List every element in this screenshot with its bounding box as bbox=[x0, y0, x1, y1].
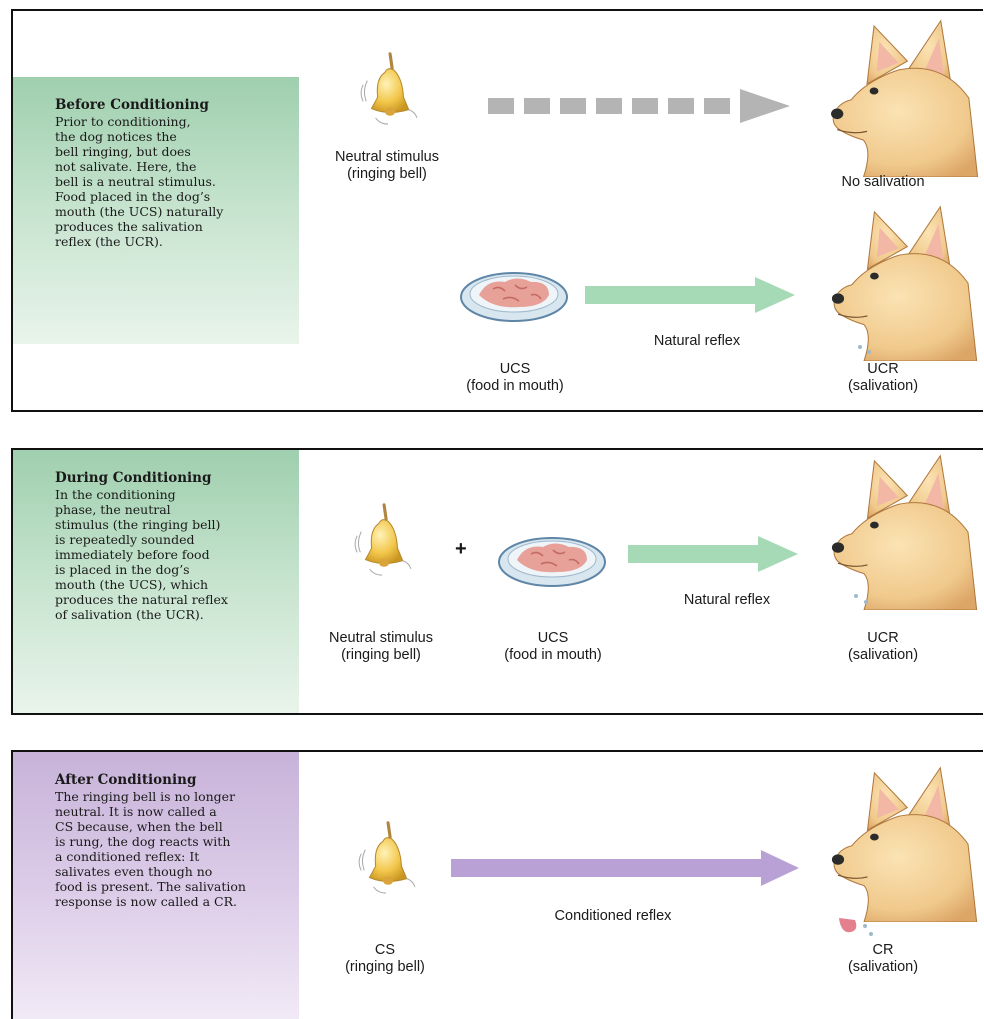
arrow-label: Natural reflex bbox=[684, 592, 770, 609]
natural-reflex-arrow bbox=[585, 277, 797, 313]
label-line: (ringing bell) bbox=[335, 166, 439, 183]
ucr-label: UCR (salivation) bbox=[848, 630, 918, 664]
description-line: In the conditioning bbox=[55, 487, 279, 502]
label-line: (food in mouth) bbox=[504, 647, 602, 664]
neutral-stimulus-label: Neutral stimulus (ringing bell) bbox=[335, 149, 439, 183]
cs-label: CS (ringing bell) bbox=[345, 942, 425, 976]
description-line: response is now called a CR. bbox=[55, 894, 279, 909]
plus-sign: + bbox=[455, 538, 467, 561]
bell-icon bbox=[351, 500, 413, 584]
panel-description: Prior to conditioning, the dog notices t… bbox=[55, 114, 279, 249]
panel-title: During Conditioning bbox=[55, 470, 279, 487]
description-line: bell is a neutral stimulus. bbox=[55, 174, 279, 189]
dashed-gray-arrow bbox=[488, 89, 798, 123]
tongue-icon bbox=[835, 916, 875, 940]
after-conditioning-textbox: After Conditioning The ringing bell is n… bbox=[13, 752, 299, 1019]
before-conditioning-textbox: Before Conditioning Prior to conditionin… bbox=[13, 77, 299, 344]
ucs-label: UCS (food in mouth) bbox=[504, 630, 602, 664]
description-line: produces the natural reflex bbox=[55, 592, 279, 607]
label-line: UCS bbox=[504, 630, 602, 647]
panel-title: After Conditioning bbox=[55, 772, 279, 789]
dog-icon bbox=[821, 766, 983, 922]
panel-description: In the conditioning phase, the neutral s… bbox=[55, 487, 279, 622]
neutral-stimulus-label: Neutral stimulus (ringing bell) bbox=[329, 630, 433, 664]
arrow-label: Natural reflex bbox=[654, 333, 740, 350]
label-line: (salivation) bbox=[848, 959, 918, 976]
arrow-label: Conditioned reflex bbox=[555, 908, 672, 925]
label-line: Neutral stimulus bbox=[335, 149, 439, 166]
panel-after-conditioning: After Conditioning The ringing bell is n… bbox=[11, 750, 983, 1019]
description-line: phase, the neutral bbox=[55, 502, 279, 517]
ucs-label: UCS (food in mouth) bbox=[466, 361, 564, 395]
no-salivation-label: No salivation bbox=[841, 174, 924, 191]
dog-icon bbox=[821, 19, 983, 177]
description-line: is rung, the dog reacts with bbox=[55, 834, 279, 849]
panel-description: The ringing bell is no longer neutral. I… bbox=[55, 789, 279, 909]
label-line: (ringing bell) bbox=[345, 959, 425, 976]
label-line: CR bbox=[848, 942, 918, 959]
description-line: neutral. It is now called a bbox=[55, 804, 279, 819]
saliva-drops-icon bbox=[851, 590, 873, 610]
food-bowl-icon bbox=[459, 267, 569, 323]
bell-icon bbox=[355, 818, 417, 902]
conditioned-reflex-arrow bbox=[451, 850, 801, 886]
description-line: mouth (the UCS) naturally bbox=[55, 204, 279, 219]
label-line: UCR bbox=[848, 361, 918, 378]
food-bowl-icon bbox=[497, 532, 607, 588]
label-line: UCS bbox=[466, 361, 564, 378]
description-line: Prior to conditioning, bbox=[55, 114, 279, 129]
dog-icon bbox=[821, 454, 983, 610]
description-line: The ringing bell is no longer bbox=[55, 789, 279, 804]
bell-icon bbox=[357, 49, 419, 133]
description-line: the dog notices the bbox=[55, 129, 279, 144]
panel-title: Before Conditioning bbox=[55, 97, 279, 114]
description-line: immediately before food bbox=[55, 547, 279, 562]
description-line: produces the salivation bbox=[55, 219, 279, 234]
label-line: CS bbox=[345, 942, 425, 959]
during-conditioning-textbox: During Conditioning In the conditioning … bbox=[13, 450, 299, 713]
description-line: stimulus (the ringing bell) bbox=[55, 517, 279, 532]
label-line: (ringing bell) bbox=[329, 647, 433, 664]
panel-before-conditioning: Before Conditioning Prior to conditionin… bbox=[11, 9, 983, 412]
ucr-label: UCR (salivation) bbox=[848, 361, 918, 395]
description-line: of salivation (the UCR). bbox=[55, 607, 279, 622]
description-line: is repeatedly sounded bbox=[55, 532, 279, 547]
label-line: (food in mouth) bbox=[466, 378, 564, 395]
label-line: UCR bbox=[848, 630, 918, 647]
natural-reflex-arrow bbox=[628, 536, 800, 572]
description-line: is placed in the dog’s bbox=[55, 562, 279, 577]
description-line: reflex (the UCR). bbox=[55, 234, 279, 249]
description-line: not salivate. Here, the bbox=[55, 159, 279, 174]
description-line: bell ringing, but does bbox=[55, 144, 279, 159]
label-line: Neutral stimulus bbox=[329, 630, 433, 647]
dog-icon bbox=[821, 205, 983, 361]
panel-during-conditioning: During Conditioning In the conditioning … bbox=[11, 448, 983, 715]
description-line: Food placed in the dog’s bbox=[55, 189, 279, 204]
description-line: mouth (the UCS), which bbox=[55, 577, 279, 592]
description-line: salivates even though no bbox=[55, 864, 279, 879]
description-line: a conditioned reflex: It bbox=[55, 849, 279, 864]
description-line: food is present. The salivation bbox=[55, 879, 279, 894]
label-line: (salivation) bbox=[848, 647, 918, 664]
label-line: (salivation) bbox=[848, 378, 918, 395]
description-line: CS because, when the bell bbox=[55, 819, 279, 834]
saliva-drops-icon bbox=[855, 341, 875, 359]
cr-label: CR (salivation) bbox=[848, 942, 918, 976]
